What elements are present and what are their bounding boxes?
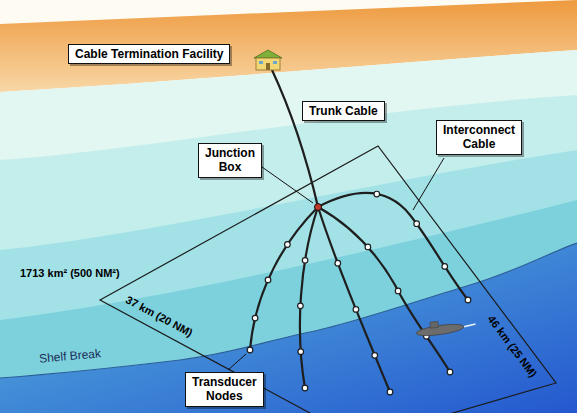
transducer-node-symbol bbox=[365, 244, 371, 250]
callout-box: Trunk Cable bbox=[302, 101, 385, 121]
submarine-icon bbox=[415, 316, 476, 338]
transducer-node-symbol bbox=[447, 369, 453, 375]
transducer-node-symbol bbox=[414, 221, 420, 227]
transducer-node-symbol bbox=[247, 347, 253, 353]
area-outline bbox=[100, 146, 556, 413]
transducer-node-symbol bbox=[374, 191, 380, 197]
transducer-node-symbol bbox=[442, 264, 448, 270]
building-window bbox=[273, 61, 277, 64]
area-dimension: 1713 km² (500 NM²) bbox=[20, 267, 120, 280]
transducer-node-symbol bbox=[285, 242, 291, 248]
transducer-node-symbol bbox=[465, 297, 471, 303]
submarine-sail bbox=[430, 321, 439, 328]
building-roof bbox=[254, 50, 282, 58]
label-text: Cable Termination Facility bbox=[75, 47, 223, 61]
label-text: Junction Box bbox=[205, 146, 255, 175]
transducer-node-symbol bbox=[387, 389, 393, 395]
leader-line bbox=[228, 354, 246, 370]
interconnect-cable bbox=[300, 207, 318, 388]
leader-line bbox=[413, 158, 444, 210]
transducer-node-symbol bbox=[335, 260, 341, 266]
building-icon bbox=[254, 50, 282, 70]
transducer-node-symbol bbox=[298, 303, 304, 309]
callout-box: Junction Box bbox=[198, 143, 262, 178]
shelf-break-line bbox=[0, 243, 577, 378]
leader-line bbox=[262, 167, 313, 203]
callout-box: Interconnect Cable bbox=[436, 120, 522, 155]
transducer-node-symbol bbox=[353, 307, 359, 313]
transducer-node-symbol bbox=[395, 288, 401, 294]
transducer-node-symbol bbox=[302, 258, 308, 264]
label-text: Transducer Nodes bbox=[192, 375, 257, 404]
callout-box: Cable Termination Facility bbox=[68, 44, 230, 64]
interconnect-cable bbox=[318, 207, 390, 392]
transducer-node-symbol bbox=[265, 277, 271, 283]
trunk-cable bbox=[272, 70, 318, 207]
interconnect-cable bbox=[318, 207, 450, 372]
transducer-node-symbol bbox=[252, 315, 258, 321]
building-door bbox=[266, 63, 270, 70]
building-wall bbox=[256, 58, 280, 70]
building-window bbox=[259, 61, 263, 64]
transducer-node-symbol bbox=[298, 349, 304, 355]
transducer-node-symbol bbox=[302, 385, 308, 391]
submarine-wake bbox=[464, 324, 476, 327]
deep-water bbox=[0, 243, 577, 413]
label-text: Trunk Cable bbox=[309, 104, 378, 118]
junction-box-symbol bbox=[315, 204, 322, 211]
submarine-hull bbox=[416, 322, 465, 338]
water-band bbox=[0, 200, 577, 413]
interconnect-cable bbox=[250, 207, 318, 350]
interconnect-cable bbox=[318, 193, 468, 300]
shallow-water bbox=[0, 50, 577, 413]
water-band bbox=[0, 95, 577, 413]
water-band bbox=[0, 150, 577, 413]
transducer-node-symbol bbox=[372, 353, 378, 359]
callout-box: Transducer Nodes bbox=[185, 372, 264, 407]
label-text: Interconnect Cable bbox=[443, 123, 515, 152]
